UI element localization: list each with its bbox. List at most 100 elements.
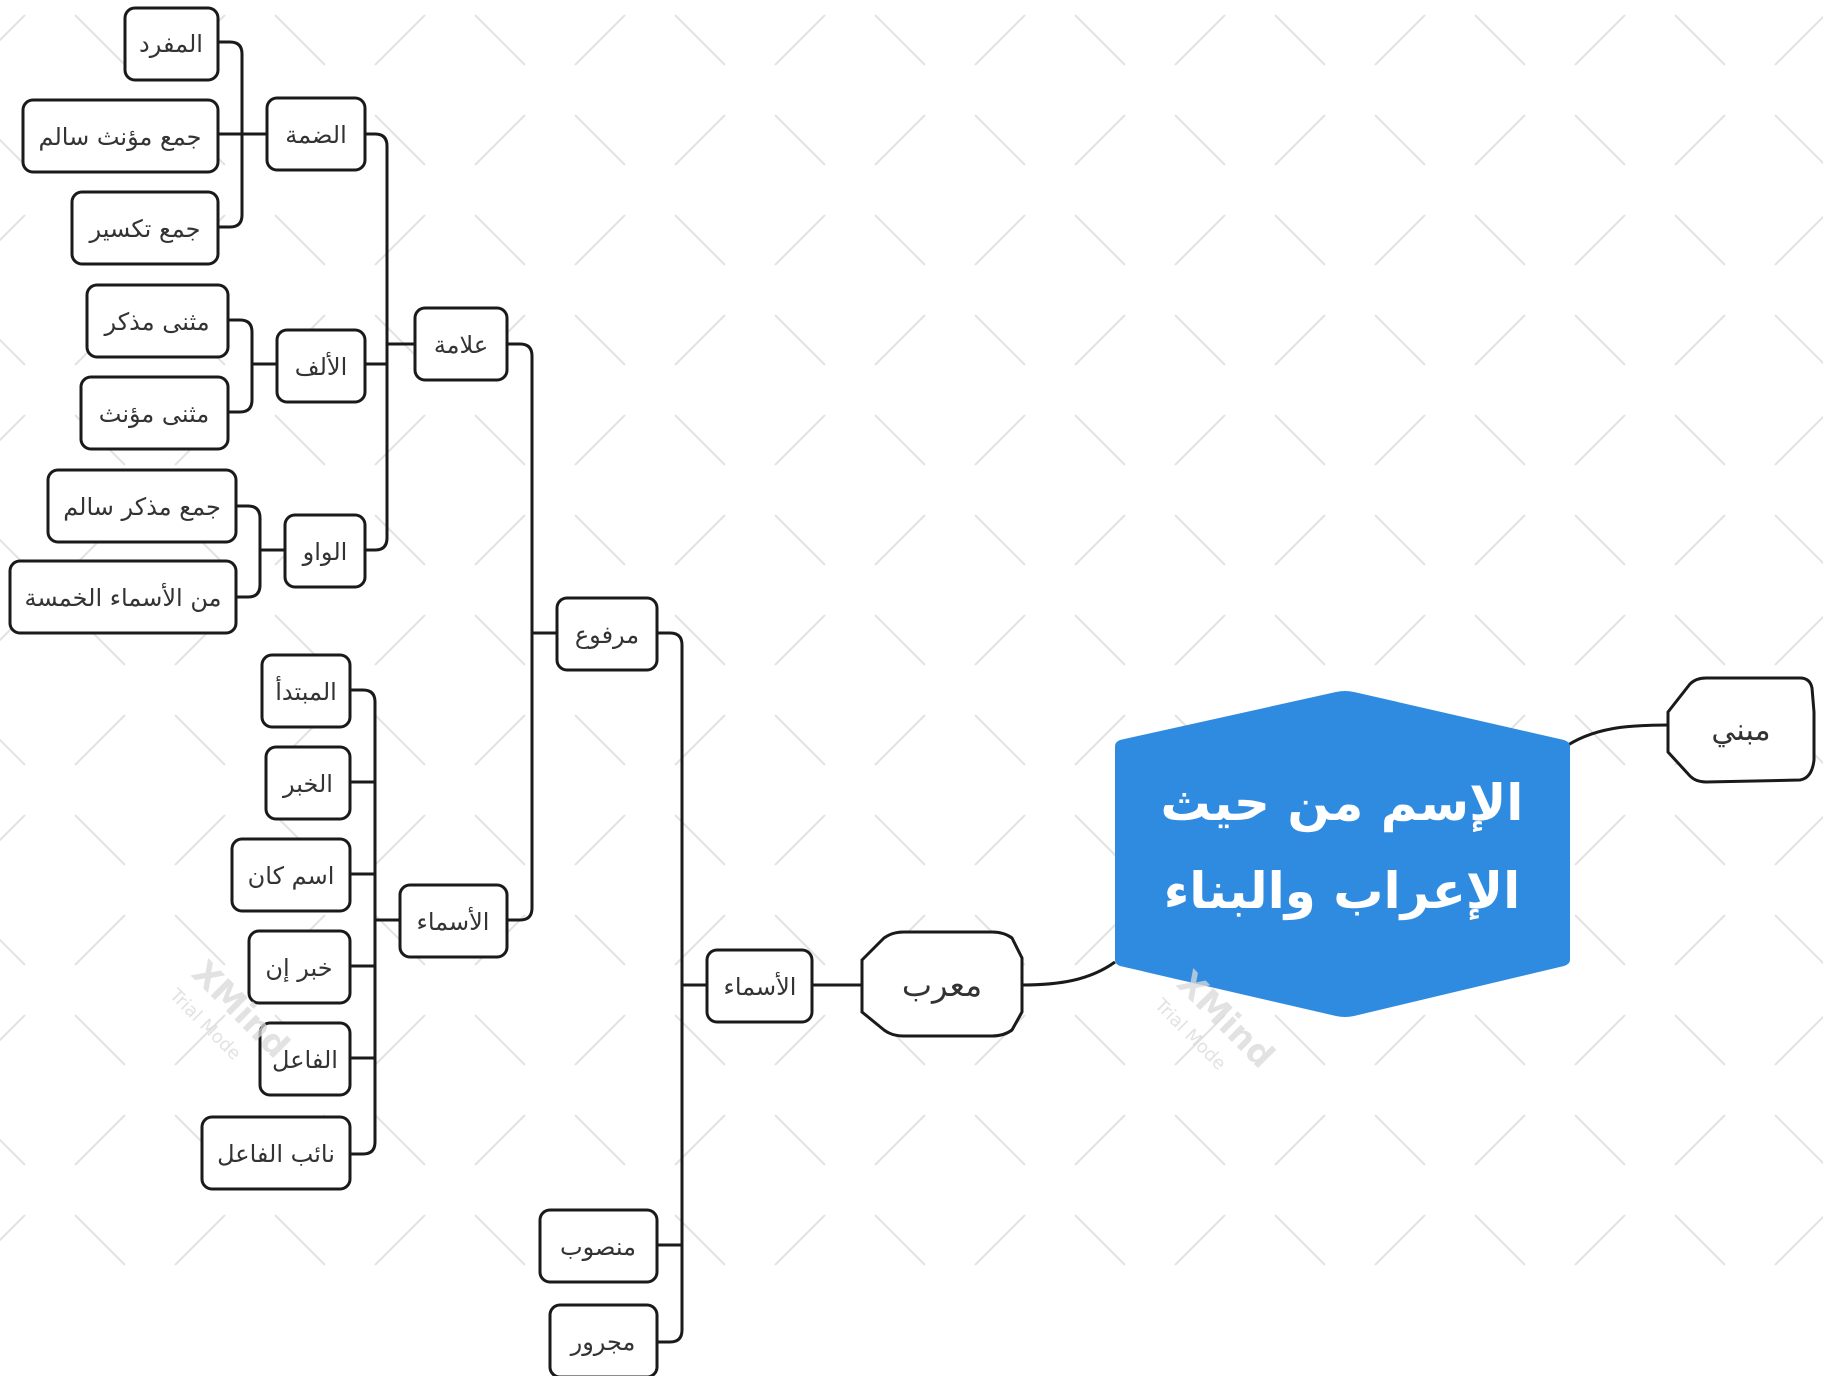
node-marfoo[interactable]: مرفوع	[555, 596, 659, 672]
watermark-dash	[1374, 614, 1426, 666]
node-mubtada[interactable]: المبتدأ	[260, 653, 352, 729]
watermark-dash	[1074, 614, 1126, 666]
node-muarab[interactable]: معرب	[860, 930, 1024, 1038]
node-jam-takseer[interactable]: جمع تكسير	[70, 190, 220, 266]
watermark-dash	[1074, 1214, 1126, 1266]
watermark-dash	[1374, 214, 1426, 266]
watermark-dash	[0, 414, 26, 442]
watermark-dash	[374, 1114, 426, 1166]
node-jam-mudhakkar-label: جمع مذكر سالم	[63, 493, 221, 521]
watermark-dash	[274, 414, 326, 466]
watermark-dash	[1674, 314, 1726, 366]
watermark-dash	[574, 814, 626, 866]
node-asmaa-sub[interactable]: الأسماء	[398, 883, 509, 959]
watermark-dash	[574, 314, 626, 366]
watermark-dash	[1474, 514, 1526, 566]
watermark-dash	[1774, 415, 1823, 466]
node-alama[interactable]: علامة	[413, 306, 509, 382]
watermark-dash	[874, 814, 926, 866]
link-damma-children	[218, 40, 267, 229]
node-jam-mudhakkar[interactable]: جمع مذكر سالم	[46, 468, 238, 544]
watermark-dash	[374, 1214, 426, 1266]
watermark-dash	[0, 938, 26, 966]
watermark-dash	[874, 414, 926, 466]
node-faail[interactable]: الفاعل	[258, 1021, 352, 1097]
watermark-dash	[1174, 214, 1226, 266]
link-asmaa-sub-children	[350, 688, 400, 1156]
watermark-dash	[874, 314, 926, 366]
watermark-dash	[474, 514, 526, 566]
watermark-dash	[474, 614, 526, 666]
watermark-dash	[674, 14, 726, 66]
root-topic[interactable]: الإسم من حيث الإعراب والبناء	[1115, 691, 1570, 1017]
node-damma[interactable]: الضمة	[265, 96, 367, 172]
node-muarab-label: معرب	[902, 966, 982, 1004]
watermark-dash	[974, 414, 1026, 466]
watermark-dash	[1074, 114, 1126, 166]
watermark-dash	[0, 1014, 26, 1042]
watermark-dash	[1774, 15, 1823, 66]
node-muthanna-muannath-label: مثنى مؤنث	[99, 400, 209, 428]
watermark-dash	[1274, 1214, 1326, 1266]
watermark-dash	[674, 214, 726, 266]
node-muthanna-muannath[interactable]: مثنى مؤنث	[79, 375, 230, 451]
node-naib-faail[interactable]: نائب الفاعل	[200, 1115, 352, 1191]
watermark-dash	[374, 114, 426, 166]
watermark-dash	[1574, 314, 1626, 366]
watermark-dash	[1774, 1215, 1823, 1266]
watermark-dash	[974, 1214, 1026, 1266]
watermark-dash	[0, 1138, 26, 1166]
watermark-dash	[374, 214, 426, 266]
watermark-dash	[1174, 114, 1226, 166]
watermark-dash	[1174, 1114, 1226, 1166]
watermark-dash	[474, 414, 526, 466]
watermark-dash	[574, 1014, 626, 1066]
watermark-dash	[974, 314, 1026, 366]
watermark-dash	[1574, 414, 1626, 466]
node-asmaa-sub-label: الأسماء	[417, 907, 490, 936]
watermark-dash	[174, 1214, 226, 1266]
watermark-dash	[974, 1114, 1026, 1166]
node-mabni[interactable]: مبني	[1666, 676, 1816, 784]
watermark-dash	[1274, 414, 1326, 466]
watermark-dash	[474, 1214, 526, 1266]
watermark-dash	[1774, 914, 1823, 965]
node-asmaa-khamsa[interactable]: من الأسماء الخمسة	[8, 559, 238, 635]
node-alif[interactable]: الألف	[275, 328, 367, 404]
watermark-dash	[1574, 114, 1626, 166]
node-jam-muannath[interactable]: جمع مؤنث سالم	[21, 98, 220, 174]
watermark-dash	[474, 214, 526, 266]
watermark-dash	[374, 1014, 426, 1066]
node-mabni-label: مبني	[1711, 713, 1770, 748]
watermark-dash	[1774, 215, 1823, 266]
node-asmaa-main[interactable]: الأسماء	[705, 948, 814, 1024]
node-asmaa-main-label: الأسماء	[724, 972, 797, 1001]
watermark-dash	[774, 14, 826, 66]
watermark-dash	[1074, 1114, 1126, 1166]
node-asmaa-khamsa-label: من الأسماء الخمسة	[25, 583, 222, 612]
node-muthanna-mudhakkar[interactable]: مثنى مذكر	[85, 283, 230, 359]
watermark-dash	[774, 514, 826, 566]
watermark-dash	[774, 314, 826, 366]
watermark-dash	[1474, 1014, 1526, 1066]
node-ism-kana[interactable]: اسم كان	[230, 837, 352, 913]
node-waw[interactable]: الواو	[283, 513, 367, 589]
watermark-dash	[674, 614, 726, 666]
node-khabar-inna[interactable]: خبر إن	[247, 929, 352, 1005]
watermark-dash	[974, 814, 1026, 866]
watermark-dash	[1274, 14, 1326, 66]
node-majroor[interactable]: مجرور	[548, 1303, 659, 1376]
watermark-dash	[1574, 1014, 1626, 1066]
node-mufrad[interactable]: المفرد	[123, 6, 220, 82]
watermark-dash	[474, 1014, 526, 1066]
watermark-dash	[1574, 1214, 1626, 1266]
node-mansoob[interactable]: منصوب	[538, 1208, 659, 1284]
watermark-dash	[1174, 614, 1226, 666]
watermark-dash	[1174, 14, 1226, 66]
watermark-dash	[674, 114, 726, 166]
watermark-dash	[1574, 214, 1626, 266]
node-khabar[interactable]: الخبر	[264, 745, 352, 821]
watermark-dash	[1074, 14, 1126, 66]
watermark-dash	[1774, 1114, 1823, 1165]
